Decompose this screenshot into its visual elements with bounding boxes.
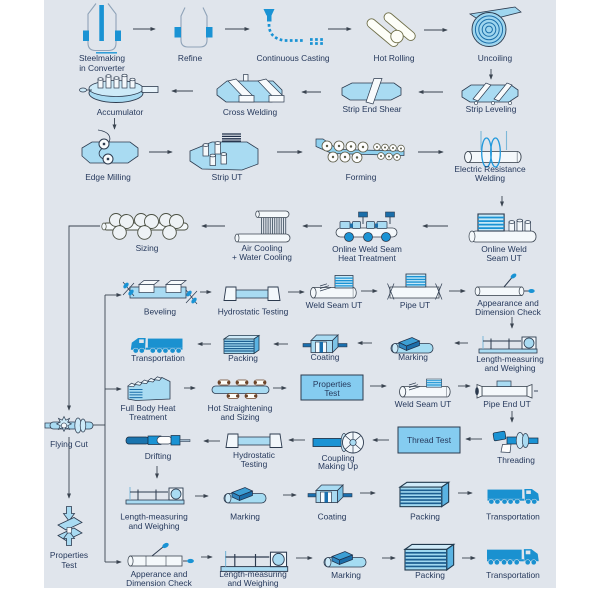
svg-text:+ Water Cooling: + Water Cooling xyxy=(232,252,292,262)
svg-text:Properties: Properties xyxy=(50,550,88,560)
svg-text:Dimension Check: Dimension Check xyxy=(126,578,192,588)
svg-text:Cross Welding: Cross Welding xyxy=(223,107,278,117)
svg-text:Treatment: Treatment xyxy=(129,412,168,422)
svg-text:Edge Milling: Edge Milling xyxy=(85,172,131,182)
svg-text:Weld Seam UT: Weld Seam UT xyxy=(306,300,363,310)
svg-text:Drifting: Drifting xyxy=(145,451,172,461)
svg-text:Appearance and: Appearance and xyxy=(477,298,539,308)
svg-text:Weld Seam UT: Weld Seam UT xyxy=(395,399,452,409)
svg-text:Continuous Casting: Continuous Casting xyxy=(256,53,329,63)
svg-text:Electric Resistance: Electric Resistance xyxy=(454,164,526,174)
svg-text:and Sizing: and Sizing xyxy=(220,412,259,422)
svg-text:Packing: Packing xyxy=(410,512,440,522)
svg-text:Welding: Welding xyxy=(475,173,505,183)
svg-text:Transportation: Transportation xyxy=(131,353,185,363)
svg-text:Pipe End UT: Pipe End UT xyxy=(483,399,530,409)
svg-text:Seam UT: Seam UT xyxy=(486,253,521,263)
svg-text:Apperance and: Apperance and xyxy=(131,569,188,579)
svg-text:Sizing: Sizing xyxy=(136,243,159,253)
svg-text:Properties: Properties xyxy=(313,379,351,389)
svg-text:Strip UT: Strip UT xyxy=(212,172,243,182)
svg-text:Steelmaking: Steelmaking xyxy=(79,53,125,63)
svg-text:Online Weld: Online Weld xyxy=(481,244,527,254)
svg-text:and Weighing: and Weighing xyxy=(128,521,179,531)
svg-text:Pipe UT: Pipe UT xyxy=(400,300,430,310)
svg-text:Test: Test xyxy=(324,388,340,398)
svg-text:and Weighing: and Weighing xyxy=(227,578,278,588)
svg-text:Forming: Forming xyxy=(346,172,377,182)
svg-text:Uncoiling: Uncoiling xyxy=(478,53,513,63)
svg-text:Hot Straightening: Hot Straightening xyxy=(208,403,273,413)
svg-text:Transportation: Transportation xyxy=(486,512,540,522)
svg-text:Strip Leveling: Strip Leveling xyxy=(466,104,517,114)
svg-text:Hydrostatic Testing: Hydrostatic Testing xyxy=(218,307,289,317)
svg-text:Marking: Marking xyxy=(331,570,361,580)
svg-text:Marking: Marking xyxy=(398,352,428,362)
svg-text:Strip End Shear: Strip End Shear xyxy=(342,104,401,114)
svg-text:Refine: Refine xyxy=(178,53,203,63)
svg-text:Coupling: Coupling xyxy=(321,453,354,463)
svg-text:Packing: Packing xyxy=(415,570,445,580)
svg-text:Online Weld Seam: Online Weld Seam xyxy=(332,244,402,254)
svg-text:Length-measuring: Length-measuring xyxy=(120,512,188,522)
svg-text:Dimension Check: Dimension Check xyxy=(475,307,541,317)
svg-text:Length-measuring: Length-measuring xyxy=(476,354,544,364)
svg-text:Marking: Marking xyxy=(230,512,260,522)
svg-text:and Weighing: and Weighing xyxy=(484,363,535,373)
svg-text:Transportation: Transportation xyxy=(486,570,540,580)
svg-text:in Converter: in Converter xyxy=(79,63,125,73)
svg-text:Air Cooling: Air Cooling xyxy=(242,243,283,253)
svg-text:Test: Test xyxy=(61,560,77,570)
svg-text:Full Body Heat: Full Body Heat xyxy=(121,403,177,413)
svg-text:Hydrostatic: Hydrostatic xyxy=(233,450,275,460)
svg-text:Accumulator: Accumulator xyxy=(97,107,144,117)
svg-text:Thread Test: Thread Test xyxy=(407,435,452,445)
svg-text:Hot Rolling: Hot Rolling xyxy=(374,53,415,63)
svg-text:Coating: Coating xyxy=(311,352,340,362)
svg-text:Packing: Packing xyxy=(228,353,258,363)
svg-text:Flying Cut: Flying Cut xyxy=(50,439,88,449)
svg-text:Threading: Threading xyxy=(497,455,535,465)
svg-text:Beveling: Beveling xyxy=(144,307,176,317)
svg-text:Heat Treatment: Heat Treatment xyxy=(338,253,396,263)
svg-text:Testing: Testing xyxy=(241,459,268,469)
svg-text:Coating: Coating xyxy=(318,512,347,522)
svg-text:Making Up: Making Up xyxy=(318,461,358,471)
svg-text:Length-measuring: Length-measuring xyxy=(219,569,287,579)
